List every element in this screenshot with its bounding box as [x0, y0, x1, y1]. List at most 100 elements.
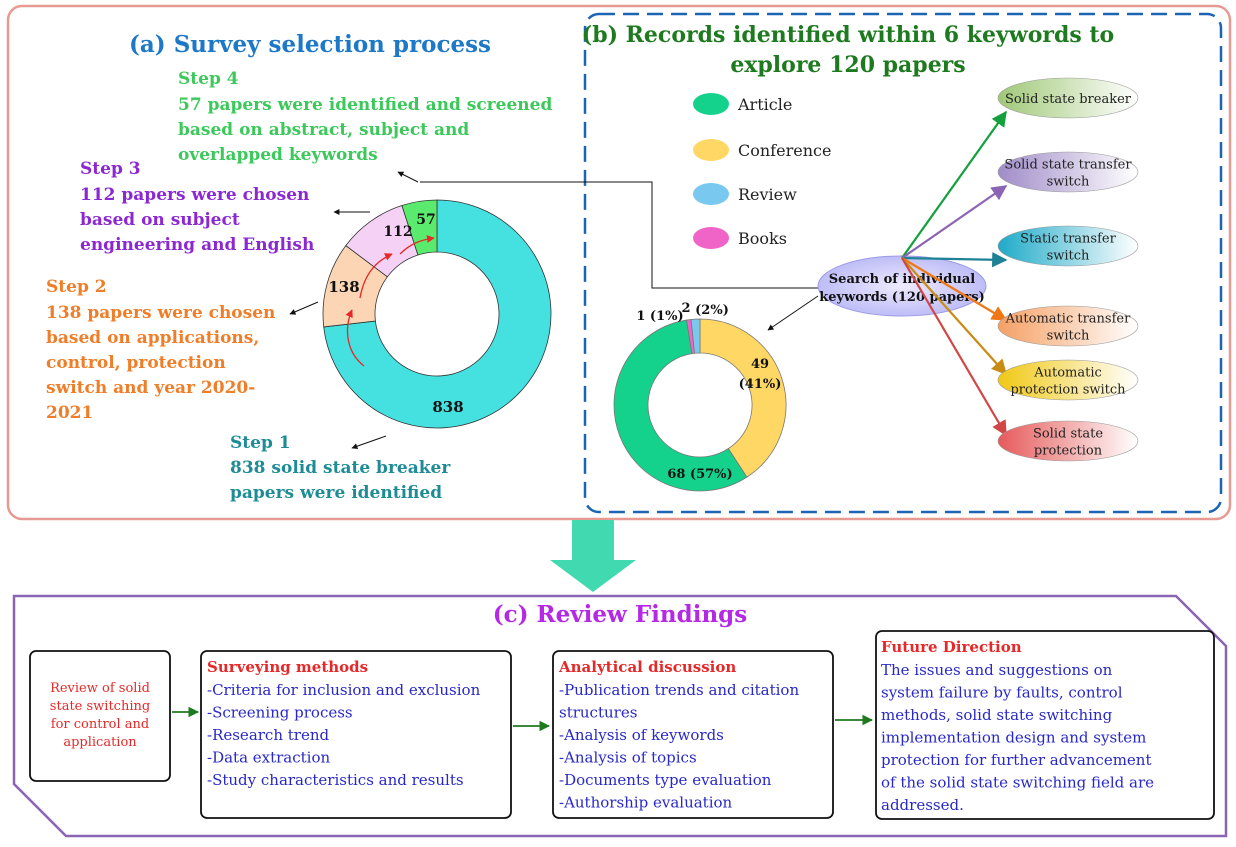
document-type-segment [690, 318, 701, 354]
future-direction-title: Future Direction [881, 638, 1022, 656]
pointer-arrow [767, 295, 819, 331]
step-1-line: papers were identified [230, 483, 442, 503]
box-text-line: structures [559, 704, 637, 722]
box-text-line: -Analysis of keywords [559, 726, 724, 744]
box-text-line: protection for further advancement [881, 751, 1152, 769]
legend-swatch-books [693, 227, 729, 249]
future-direction-box [875, 630, 1215, 820]
panel-a-title: (a) Survey selection process [129, 31, 491, 58]
box-text-line: -Documents type evaluation [559, 771, 772, 789]
donut-b-label: 68 (57%) [667, 467, 732, 482]
legend-swatch-review [693, 183, 729, 205]
top-panel-frame [6, 4, 1232, 521]
keyword-label: Automatic transfer [1005, 312, 1131, 327]
donut-a-label-838: 838 [432, 398, 463, 416]
step-4-label: Step 4 [178, 69, 239, 89]
keyword-node [997, 359, 1139, 401]
keyword-arrow [901, 257, 1007, 437]
box-text-line: implementation design and system [881, 729, 1146, 747]
document-type-donut [613, 318, 787, 492]
document-type-segment [699, 318, 787, 478]
survey-donut [322, 199, 552, 429]
step-2-line: 138 papers were chosen [46, 303, 275, 323]
analytical-discussion-box [552, 650, 834, 819]
legend-label: Article [737, 95, 792, 114]
box-text-line: -Screening process [207, 704, 353, 722]
box-text-line: The issues and suggestions on [881, 661, 1113, 679]
box-text-line: -Publication trends and citation [559, 681, 799, 699]
box-text-line: addressed. [881, 796, 964, 814]
box-text-line: -Data extraction [207, 749, 331, 767]
keyword-node [997, 225, 1139, 267]
keyword-arrow [901, 257, 1008, 376]
step-4-text: Step 4 57 papers were identified and scr… [178, 69, 552, 165]
legend-label: Books [738, 229, 787, 248]
keyword-label: switch [1047, 175, 1090, 190]
review-scope-line: state switching [50, 699, 150, 714]
donut-b-label: 1 (1%) [636, 309, 683, 324]
keyword-label: Solid state breaker [1005, 92, 1132, 107]
box-text-line: -Authorship evaluation [559, 794, 733, 812]
donut-a-label-112: 112 [383, 224, 412, 240]
keyword-label: protection switch [1010, 383, 1126, 398]
legend-label: Review [738, 185, 797, 204]
step-1-line: 838 solid state breaker [230, 458, 451, 478]
panel-b-title-line2: explore 120 papers [730, 52, 965, 78]
document-type-segment [613, 319, 748, 492]
panel-c-title: (c) Review Findings [493, 601, 747, 628]
box-text-line: -Criteria for inclusion and exclusion [207, 681, 481, 699]
flow-arrow [359, 253, 393, 299]
keyword-label: Solid state transfer [1004, 158, 1132, 173]
step-3-line: 112 papers were chosen [80, 185, 309, 205]
step-2-line: 2021 [46, 403, 93, 423]
pointer-arrow [351, 435, 387, 450]
donut-a-label-57: 57 [416, 212, 435, 228]
panel-b-title-line1: (b) Records identified within 6 keywords… [582, 22, 1114, 48]
step-3-line: engineering and English [80, 235, 314, 255]
step-1-label: Step 1 [230, 433, 291, 453]
step-2-line: control, protection [46, 353, 226, 373]
legend-label: Conference [738, 141, 831, 160]
review-scope-line: application [63, 735, 137, 750]
panel-b-frame [583, 12, 1223, 514]
flow-down-arrow [550, 520, 636, 592]
surveying-methods-box [200, 650, 512, 819]
surveying-methods-list: -Criteria for inclusion and exclusion -Sc… [207, 681, 481, 789]
donut-b-label: 2 [681, 301, 690, 316]
flow-arrow [399, 235, 435, 255]
keyword-label: Solid state [1033, 427, 1103, 442]
keyword-label: protection [1034, 444, 1103, 459]
keyword-arrow [901, 110, 1007, 259]
keyword-label: switch [1047, 249, 1090, 264]
keyword-label: switch [1047, 329, 1090, 344]
step-1-text: Step 1 838 solid state breaker papers we… [230, 433, 451, 503]
analytical-discussion-title: Analytical discussion [558, 658, 736, 676]
box-text-line: -Study characteristics and results [207, 771, 464, 789]
keyword-node [997, 151, 1139, 193]
step-4-line: based on abstract, subject and [178, 120, 469, 140]
box-text-line: methods, solid state switching [881, 706, 1113, 724]
step-2-label: Step 2 [46, 277, 107, 297]
keyword-label: Automatic [1033, 366, 1102, 381]
box-text-line: -Analysis of topics [559, 749, 697, 767]
search-node-line: keywords (120 papers) [819, 290, 984, 305]
keyword-arrow [901, 252, 1008, 268]
step-3-line: based on subject [80, 210, 240, 230]
pointer-arrow [397, 171, 419, 183]
donut-b-label: 49 [751, 357, 769, 372]
step-2-text: Step 2 138 papers were chosen based on a… [46, 277, 275, 423]
keyword-arrow [901, 185, 1008, 259]
keyword-node [997, 420, 1139, 462]
step-2-line: based on applications, [46, 328, 259, 348]
step-3-label: Step 3 [80, 159, 141, 179]
step-3-text: Step 3 112 papers were chosen based on s… [80, 159, 314, 255]
panel-c-frame [12, 594, 1228, 838]
keyword-arrow [901, 257, 1008, 321]
review-scope-box [29, 650, 171, 782]
legend-swatch-conference [693, 139, 729, 161]
legend: Article Conference Review Books [693, 93, 831, 249]
box-text-line: of the solid state switching field are [881, 774, 1154, 792]
